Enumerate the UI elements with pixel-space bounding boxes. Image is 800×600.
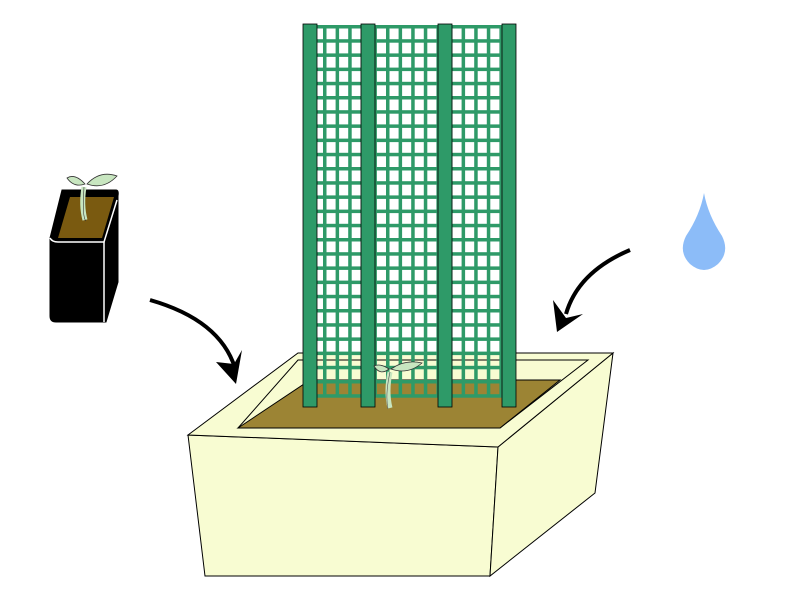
trellis-slat <box>499 25 503 395</box>
trellis-rail <box>310 380 510 384</box>
trellis-rail <box>310 394 510 398</box>
seedling-small <box>66 173 118 222</box>
trellis-rail <box>310 309 510 313</box>
trellis-post <box>501 23 517 408</box>
trellis-rail <box>310 81 510 86</box>
trellis-rail <box>310 223 510 228</box>
trellis-rail <box>310 152 510 157</box>
trellis-rail <box>310 323 510 327</box>
trellis-slat <box>348 25 352 395</box>
seedling-pot <box>49 189 119 323</box>
trellis-rail <box>310 294 510 299</box>
trellis-rail <box>310 138 510 143</box>
trellis-slat <box>474 25 478 395</box>
trellis-post <box>437 23 453 408</box>
trellis-rail <box>310 124 510 128</box>
trellis-slat <box>335 25 340 395</box>
trellis-rail <box>310 280 510 285</box>
trellis-rail <box>310 96 510 100</box>
arrow-left <box>149 298 242 384</box>
planter-soil <box>236 379 562 429</box>
trellis-rail <box>310 266 510 270</box>
trellis-slat <box>423 25 428 395</box>
trellis-rail <box>310 67 510 72</box>
trellis-rail <box>310 195 510 199</box>
trellis-post <box>360 23 376 408</box>
trellis-rail <box>310 181 510 185</box>
trellis-rail <box>310 25 510 29</box>
trellis-slat <box>398 25 403 395</box>
water-drop-icon <box>682 193 726 270</box>
trellis-slat <box>323 25 327 395</box>
trellis-rail <box>310 252 510 256</box>
trellis-rail <box>310 209 510 214</box>
trellis-rail <box>310 39 510 43</box>
trellis-slat <box>411 25 415 395</box>
trellis-rail <box>310 337 510 341</box>
trellis-rail <box>310 167 510 171</box>
trellis-slat <box>386 25 390 395</box>
trellis-rail <box>310 110 510 114</box>
arrow-right <box>553 248 631 332</box>
trellis <box>302 23 517 408</box>
trellis-post <box>302 23 318 408</box>
trellis-rail <box>310 53 510 57</box>
trellis-rail <box>310 351 510 356</box>
trellis-slat <box>461 25 466 395</box>
seedling-planter <box>373 361 423 410</box>
trellis-slat <box>486 25 491 395</box>
trellis-rail <box>310 238 510 242</box>
